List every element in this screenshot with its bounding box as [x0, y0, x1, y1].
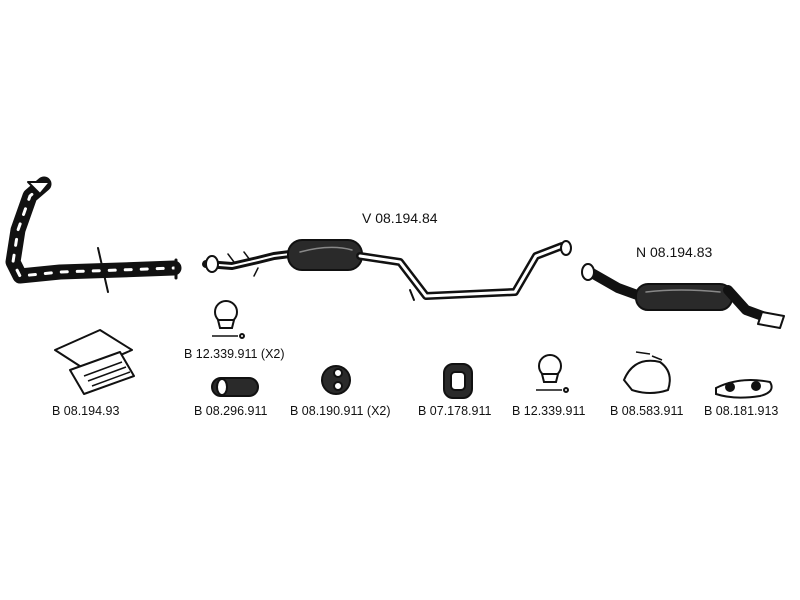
bracket-strap-icon: [622, 351, 671, 394]
front-pipe-drawing: [5, 176, 182, 293]
bracket-strap-label: B 08.583.911: [610, 404, 684, 418]
rear-muffler-drawing: [581, 263, 785, 329]
center-muffler-label: V 08.194.84: [362, 210, 438, 226]
gasket-label: B 08.181.913: [704, 404, 779, 418]
clamp-large-icon: [536, 354, 569, 393]
center-muffler-drawing: [202, 239, 572, 301]
mount-kit-label: B 08.194.93: [52, 404, 120, 418]
pipe-sleeve-label: B 08.296.911: [194, 404, 268, 418]
rubber-ring-icon: [321, 365, 351, 395]
clamp-large-label: B 12.339.911: [512, 404, 586, 418]
gasket-icon: [715, 379, 773, 399]
rubber-hanger-icon: [443, 363, 473, 399]
clamp-small-icon: [212, 300, 245, 339]
rubber-ring-label: B 08.190.911 (X2): [290, 404, 391, 418]
rubber-hanger-label: B 07.178.911: [418, 404, 492, 418]
pipe-sleeve-icon: [211, 377, 259, 397]
mount-kit-icon: [54, 329, 135, 395]
rear-muffler-label: N 08.194.83: [636, 244, 713, 260]
clamp-small-label: B 12.339.911 (X2): [184, 347, 285, 361]
